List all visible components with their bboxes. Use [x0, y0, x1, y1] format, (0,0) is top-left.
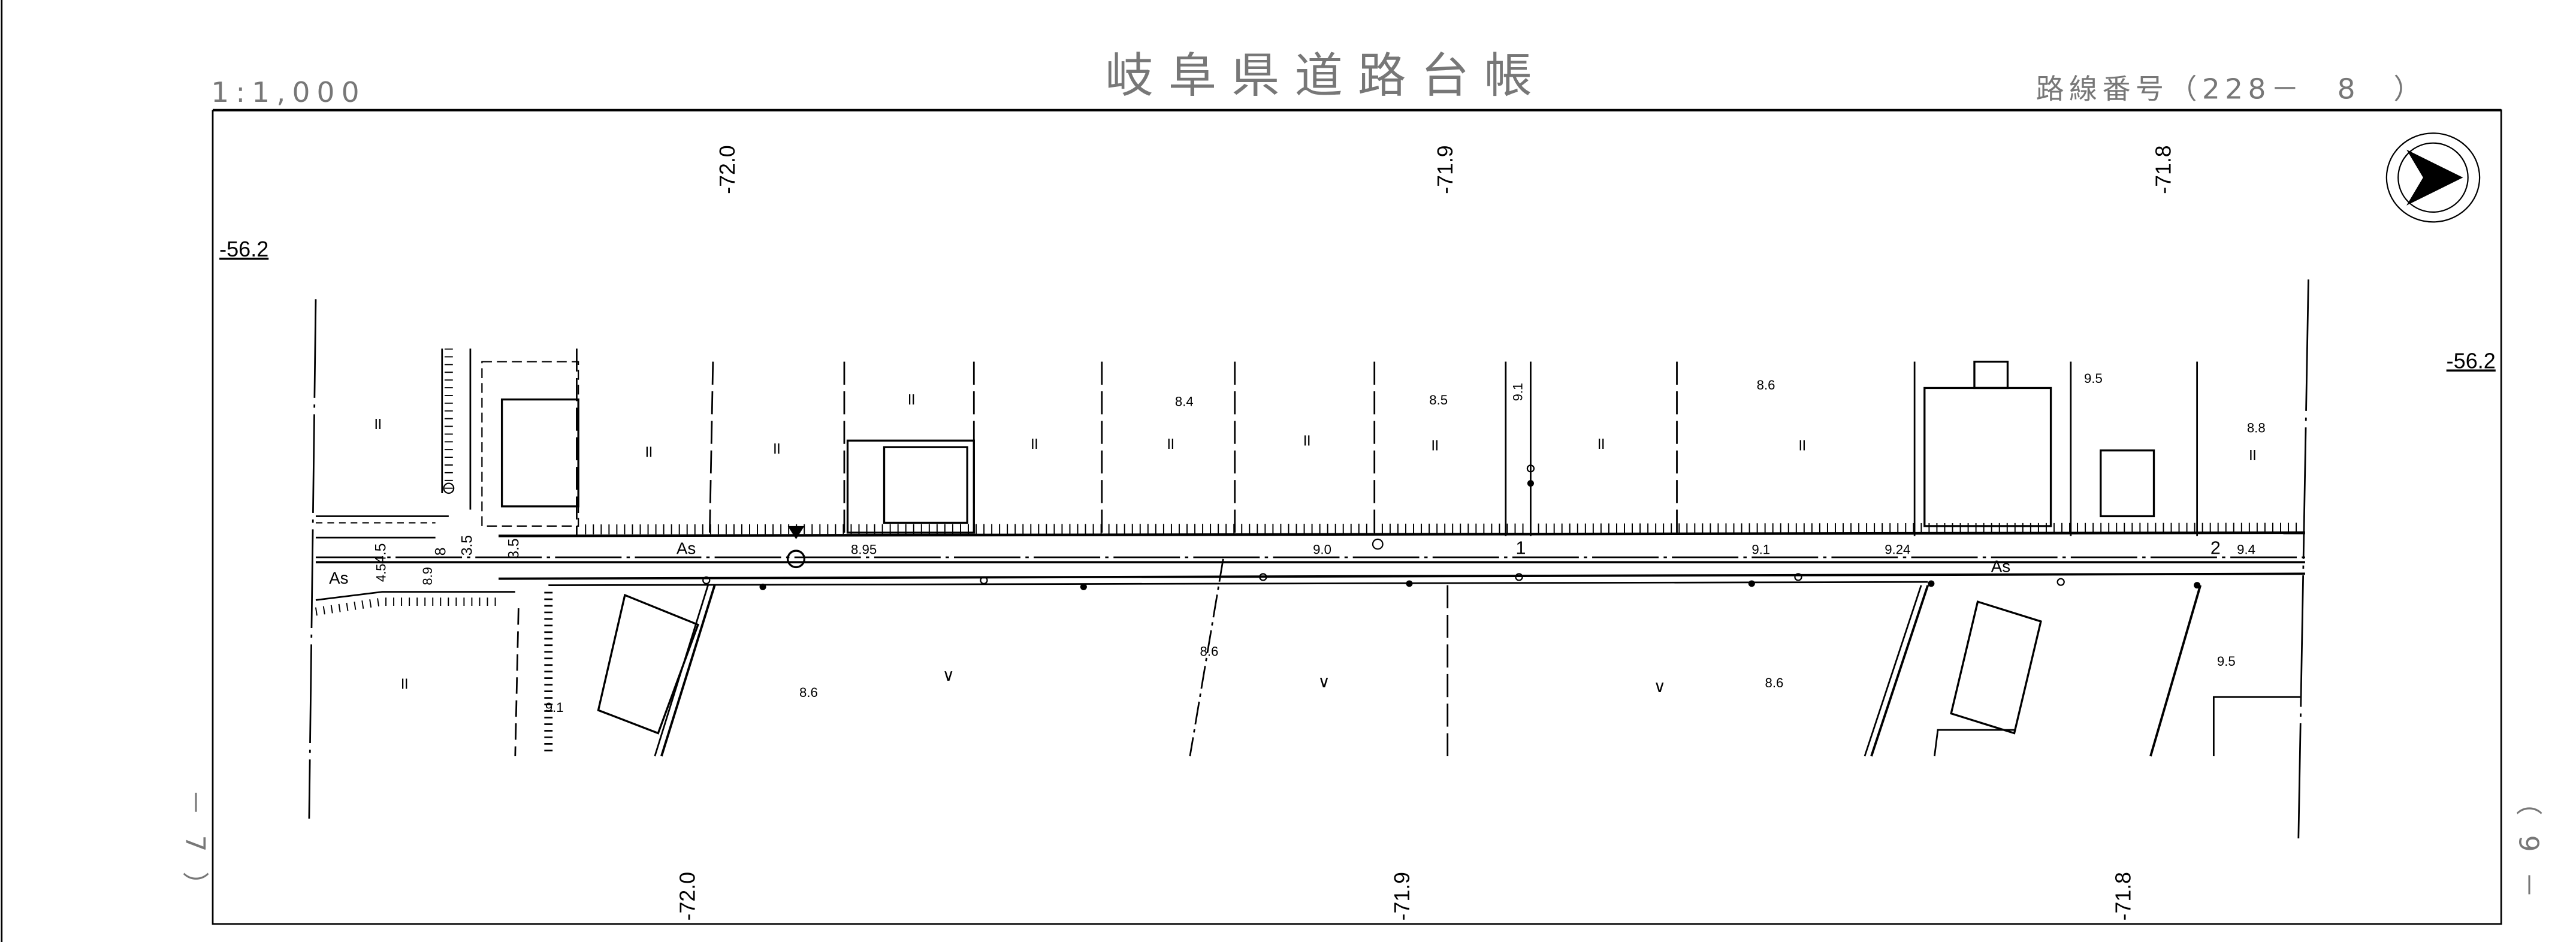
- grid-coord-top: -72.0: [715, 145, 739, 194]
- grid-coord-left: -56.2: [219, 237, 268, 261]
- road-elevation: 9.4: [2237, 542, 2255, 557]
- paddy-field-symbol: ॥: [399, 674, 409, 693]
- road-width: 8.9: [420, 567, 435, 585]
- road-width: 3.5: [506, 538, 522, 558]
- paddy-field-symbol: ॥: [643, 442, 653, 461]
- road-elevation: 8.95: [851, 542, 877, 557]
- utility-symbols: [702, 464, 2201, 590]
- surface-label: As: [329, 569, 348, 587]
- paddy-field-symbol: ॥: [1029, 434, 1039, 452]
- paddy-field-symbol: ॥: [906, 390, 916, 408]
- boundary-line: [2297, 279, 2309, 839]
- grid-coord-bottom: -71.8: [2112, 872, 2136, 920]
- dry-field-symbol: ∨: [1654, 677, 1666, 696]
- grid-coord-top: -71.9: [1433, 145, 1457, 194]
- spot-height: 9.5: [2084, 371, 2103, 386]
- dry-field-symbol: ∨: [943, 666, 955, 684]
- spot-height: 8.6: [1757, 378, 1775, 393]
- paddy-field-symbol: ॥: [1165, 434, 1175, 452]
- main-road: [315, 523, 2305, 616]
- road-elevation: 9.1: [1751, 542, 1770, 557]
- paddy-field-symbol: ॥: [771, 439, 781, 457]
- spot-height: 8.6: [1765, 675, 1784, 690]
- distance-marker: 1: [1515, 539, 1526, 558]
- grid-coord-bottom: -71.9: [1390, 872, 1414, 920]
- spot-height: 8.4: [1175, 394, 1194, 409]
- distance-marker: 2: [2210, 539, 2221, 558]
- road-width: 4.5: [373, 564, 388, 582]
- survey-marker-icon: [786, 550, 806, 569]
- spot-height: 8.6: [799, 685, 818, 700]
- grid-coord-bottom: -72.0: [675, 872, 699, 920]
- surface-label: As: [1991, 557, 2010, 576]
- road-elevation: 9.0: [1313, 542, 1331, 557]
- spot-height: 9.5: [2217, 654, 2236, 669]
- map-frame: [212, 109, 2502, 925]
- map-title: 岐阜県道路台帳: [1105, 48, 1547, 103]
- grid-coord-right: -56.2: [2447, 349, 2496, 373]
- dry-field-symbol: ∨: [1318, 672, 1330, 691]
- road-width: 4.5: [373, 544, 389, 564]
- north-arrow-icon: [2385, 132, 2481, 223]
- scale-label: 1:1,000: [211, 76, 366, 109]
- boundary-line: [308, 299, 317, 819]
- paddy-field-symbol: ॥: [1596, 434, 1606, 452]
- surface-label: As: [677, 539, 696, 558]
- road-width: 3.5: [460, 535, 476, 555]
- paddy-field-symbol: ॥: [2247, 445, 2257, 464]
- buildings: [481, 360, 2300, 757]
- spot-height: 9.1: [545, 700, 564, 715]
- side-road-north: [315, 348, 472, 539]
- paddy-field-symbol: ॥: [372, 414, 382, 433]
- route-number: 路線番号（228－ 8 ）: [2036, 73, 2427, 106]
- spot-height: 8.8: [2247, 421, 2266, 436]
- spot-height: 8.5: [1429, 393, 1448, 407]
- road-width: 8: [433, 548, 449, 556]
- spot-height: 9.1: [1510, 383, 1525, 401]
- sheet-ref-left: －7）: [180, 789, 210, 917]
- parcel-boundaries: [514, 348, 2202, 757]
- spot-height: 8.6: [1200, 644, 1219, 659]
- sheet-ref-right: （9－: [2513, 789, 2544, 917]
- road-elevation: 9.24: [1885, 542, 1910, 557]
- benchmark-icon: [787, 526, 805, 539]
- paddy-field-symbol: ॥: [1429, 436, 1439, 454]
- paddy-field-symbol: ॥: [1301, 431, 1312, 449]
- grid-coord-top: -71.8: [2151, 145, 2175, 194]
- paddy-field-symbol: ॥: [1796, 436, 1807, 454]
